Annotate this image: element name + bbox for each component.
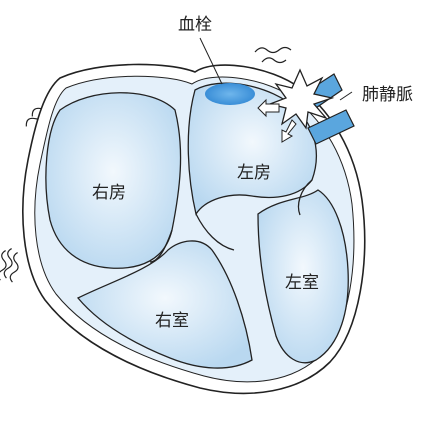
thrombus bbox=[205, 83, 255, 105]
thrombus-label: 血栓 bbox=[178, 10, 212, 35]
pulmonary-vein-pointer bbox=[340, 92, 352, 100]
right-atrium-label: 右房 bbox=[92, 178, 126, 203]
vibration-lines-top bbox=[255, 48, 291, 63]
left-ventricle-label: 左室 bbox=[285, 268, 319, 293]
pulmonary-veins-label: 肺静脈 bbox=[362, 80, 413, 105]
right-ventricle-label: 右室 bbox=[155, 306, 189, 331]
left-atrium-label: 左房 bbox=[237, 158, 271, 183]
